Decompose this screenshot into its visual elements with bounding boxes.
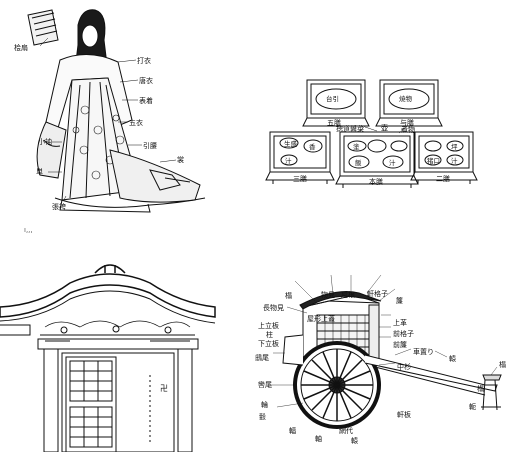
cart-label-yakatauwa: 屋形上蓋	[307, 315, 335, 323]
honzen-label: 本膳	[369, 178, 383, 186]
gate-inscription: 卍	[160, 384, 168, 393]
nizen-item-2: 猪口	[427, 157, 440, 165]
yozen-label: 与膳	[400, 119, 414, 127]
cart-label-kotoji: 軛	[469, 403, 476, 411]
kimono-illustration-panel: 桧扇 打衣 唐衣 表着 五衣 小袖 引腰 裳 単 張袴 ı,,,	[0, 0, 255, 235]
sanzen-item-1: 生盛	[284, 140, 297, 148]
label-karaginu: 唐衣	[139, 77, 153, 85]
trays-drawing	[265, 79, 478, 188]
tsubo-label: 壺	[381, 124, 388, 132]
cart-label-kaeshi: 轅	[351, 437, 358, 445]
gate-illustration-panel: 卍	[0, 235, 255, 452]
label-uchiginu: 打衣	[137, 57, 151, 65]
cart-label-sudare: 簾	[396, 297, 403, 305]
cart-label-shiji: 榻	[477, 385, 484, 393]
gate-drawing	[0, 264, 216, 452]
plate-right-label: 焼物	[399, 95, 412, 103]
stray-mark: ı,,,	[24, 226, 33, 234]
cart-label-koshiki: 轂	[259, 413, 266, 421]
label-hikigoshi: 引腰	[143, 142, 157, 150]
label-mo: 裳	[177, 156, 184, 164]
sanzen-label: 三膳	[293, 175, 307, 183]
trays-illustration-panel: 台引 焼物 五膳 与膳 摠道醤菜 壺 煮物 生盛 香 汁 塗 飯 汁 坪 猪口 …	[255, 0, 511, 235]
cart-label-nagamonomi: 長物見	[263, 304, 284, 312]
honzen-item-1: 塗	[353, 143, 360, 151]
plate-left-label: 台引	[326, 95, 339, 103]
honzen-item-3: 汁	[389, 159, 396, 167]
kaneko-label: 摠道醤菜	[336, 125, 364, 133]
cart-label-hirade: 軒板	[397, 411, 411, 419]
label-fan: 桧扇	[14, 44, 28, 52]
honzen-item-2: 飯	[355, 159, 362, 167]
sanzen-item-3: 汁	[285, 157, 292, 165]
cart-label-ajiro: 網代	[339, 427, 353, 435]
cart-label-uwaita: 上革	[393, 319, 407, 327]
label-hitoe: 単	[36, 168, 43, 176]
sanzen-item-2: 香	[309, 143, 316, 151]
cart-label-wa: 輪	[261, 401, 268, 409]
cart-label-kuruma-tsuki: 車置り	[413, 348, 434, 356]
kimono-figure-drawing	[27, 9, 206, 213]
label-omotegi: 表着	[139, 97, 153, 105]
cart-label-shitasudare: 前簾	[393, 341, 407, 349]
label-itsutsuginu: 五衣	[129, 119, 143, 127]
cart-label-yakubo: 軸	[315, 435, 322, 443]
nizen-item-3: 汁	[451, 157, 458, 165]
cart-label-tomo: 榻	[285, 292, 292, 300]
nimono-label: 煮物	[401, 126, 415, 134]
cart-label-naka: 中杉	[397, 363, 411, 371]
cart-label-monogoshi: 前格子	[393, 330, 414, 338]
cart-label-hashira: 柱	[266, 331, 273, 339]
cart-label-shippo: 鴟尾	[255, 354, 269, 362]
cart-label-kamoi: 轡尾	[258, 381, 272, 389]
cart-label-monomi: 物見	[321, 291, 335, 299]
ox-cart-drawing	[269, 274, 502, 429]
cart-label-ya: 輻	[289, 427, 296, 435]
cart-illustration-panel: 榻 物見 屋根 軒格子 簾 長物見 屋形上蓋 上立板 柱 下立板 上革 前格子 …	[255, 235, 511, 452]
cart-label-yane: 屋根	[341, 291, 355, 299]
cart-label-shimotatebita: 下立板	[258, 340, 279, 348]
label-kosode: 小袖	[38, 138, 52, 146]
cart-label-kengoshi: 軒格子	[367, 290, 388, 298]
cart-label-shoe: 榻	[499, 361, 506, 369]
gozen-label: 五膳	[327, 119, 341, 127]
cart-label-kamitatebita: 上立板	[258, 322, 279, 330]
cart-label-toshi: 轅	[449, 355, 456, 363]
label-haribakama: 張袴	[52, 203, 66, 211]
nizen-item-1: 坪	[451, 143, 458, 151]
nizen-label: 二膳	[436, 175, 450, 183]
